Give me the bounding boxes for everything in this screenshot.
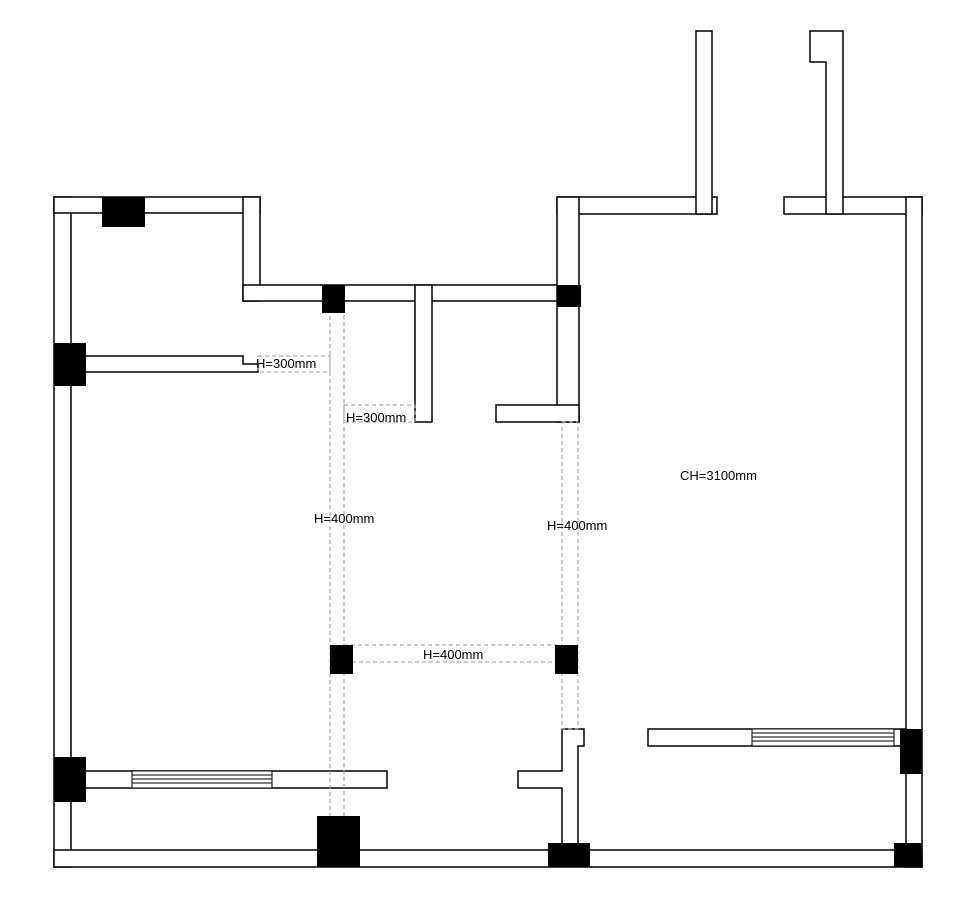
- column-north-east: [557, 285, 581, 307]
- column-nw: [102, 197, 145, 227]
- wall-divider-foot: [495, 404, 580, 423]
- column-west-lower: [54, 757, 86, 802]
- column-se-corner: [894, 843, 922, 867]
- beam-label-left-h400: H=400mm: [314, 511, 374, 526]
- beam-vertical-left: [329, 300, 345, 819]
- windows: [131, 728, 895, 789]
- wall-north-east-right: [783, 196, 923, 215]
- beam-label-center-h300: H=300mm: [346, 410, 406, 425]
- beam-west-h300: [257, 355, 331, 373]
- wall-north-west: [53, 196, 261, 214]
- wall-entry-right: [809, 30, 844, 215]
- column-center-left: [330, 645, 353, 674]
- column-east: [900, 729, 922, 774]
- wall-north-east-left: [556, 196, 718, 215]
- beam-label-horizontal-h400: H=400mm: [423, 647, 483, 662]
- column-center-right: [555, 645, 578, 674]
- wall-center-stub: [414, 284, 433, 423]
- column-west-upper: [54, 343, 86, 386]
- wall-south: [53, 849, 923, 868]
- column-south-east: [548, 843, 590, 867]
- ceiling-height-label: CH=3100mm: [680, 468, 757, 483]
- columns: [54, 197, 922, 867]
- wall-entry-left: [695, 30, 713, 215]
- window-east: [751, 728, 895, 747]
- annotations: H=300mm H=300mm H=400mm H=400mm H=400mm …: [256, 356, 757, 662]
- wall-divider-upper: [556, 196, 580, 423]
- column-north-center: [322, 285, 345, 313]
- wall-north-center: [242, 284, 580, 302]
- beam-label-right-h400: H=400mm: [547, 518, 607, 533]
- wall-west-partition: [70, 355, 259, 373]
- beam-label-west-h300: H=300mm: [256, 356, 316, 371]
- window-west: [131, 770, 273, 789]
- column-south-center: [317, 816, 360, 867]
- beam-center-h300: [343, 404, 416, 423]
- beam-vertical-right: [561, 421, 579, 730]
- wall-divider-lower: [517, 728, 585, 851]
